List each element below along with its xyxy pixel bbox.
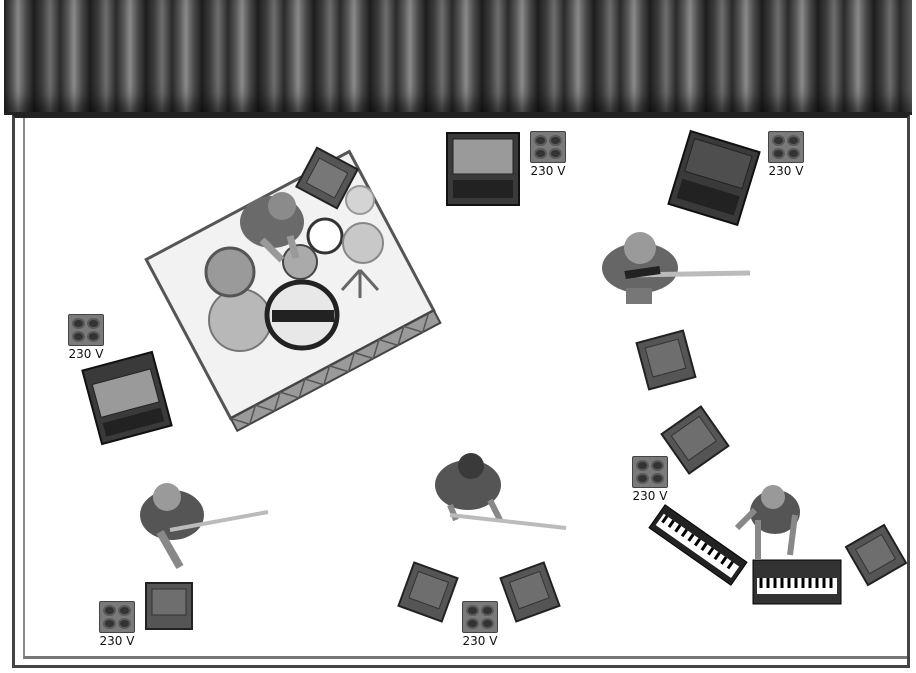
power-outlet-bottom-center[interactable]: 230 V: [461, 601, 499, 648]
power-outlet-bottom-left[interactable]: 230 V: [98, 601, 136, 648]
outlet-icon: [632, 456, 668, 488]
guitarist-bottom-left: [140, 483, 268, 567]
monitor-wedge-bottom-left[interactable]: [146, 583, 192, 629]
outlet-label: 230 V: [767, 164, 805, 178]
power-outlet-top-right[interactable]: 230 V: [767, 131, 805, 178]
outlet-label: 230 V: [631, 489, 669, 503]
power-outlet-top-center[interactable]: 230 V: [529, 131, 567, 178]
amp-top-center[interactable]: [447, 133, 519, 205]
outlet-icon: [768, 131, 804, 163]
monitor-wedge-right-1[interactable]: [637, 331, 696, 390]
monitor-wedge-bottom-center-right[interactable]: [501, 563, 560, 622]
guitarist-top-right: [602, 232, 750, 304]
monitor-wedge-bottom-center-left[interactable]: [399, 563, 458, 622]
outlet-label: 230 V: [98, 634, 136, 648]
power-outlet-left[interactable]: 230 V: [67, 314, 105, 361]
outlet-icon: [99, 601, 135, 633]
keyboard-flat[interactable]: [753, 560, 841, 604]
bassist-bottom-center: [435, 453, 566, 528]
power-outlet-right-middle[interactable]: 230 V: [631, 456, 669, 503]
monitor-wedge-right-3[interactable]: [846, 525, 906, 585]
amp-left[interactable]: [82, 352, 171, 444]
keyboardist-figure: [737, 485, 800, 560]
outlet-icon: [530, 131, 566, 163]
keyboard-angled[interactable]: [649, 505, 747, 585]
outlet-icon: [68, 314, 104, 346]
outlet-label: 230 V: [529, 164, 567, 178]
amp-top-right[interactable]: [668, 131, 759, 225]
outlet-label: 230 V: [461, 634, 499, 648]
outlet-label: 230 V: [67, 347, 105, 361]
monitor-wedge-right-2[interactable]: [662, 407, 729, 474]
outlet-icon: [462, 601, 498, 633]
